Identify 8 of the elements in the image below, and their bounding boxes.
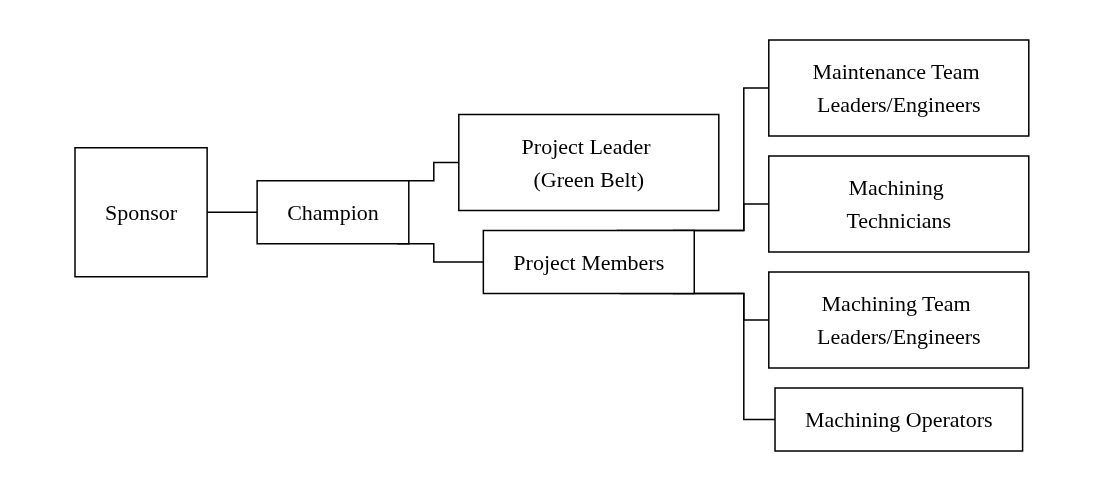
node-box: Maintenance Team Leaders/Engineers [768,38,1030,137]
node-box: Sponsor [74,146,208,277]
node-box: Machining Team Leaders/Engineers [768,270,1030,369]
node-box: Champion [256,179,410,244]
node-box: Project Members [482,229,696,294]
node-box: Machining Operators [774,386,1024,452]
node-box: Machining Technicians [768,154,1030,253]
node-box: Project Leader (Green Belt) [458,113,720,211]
